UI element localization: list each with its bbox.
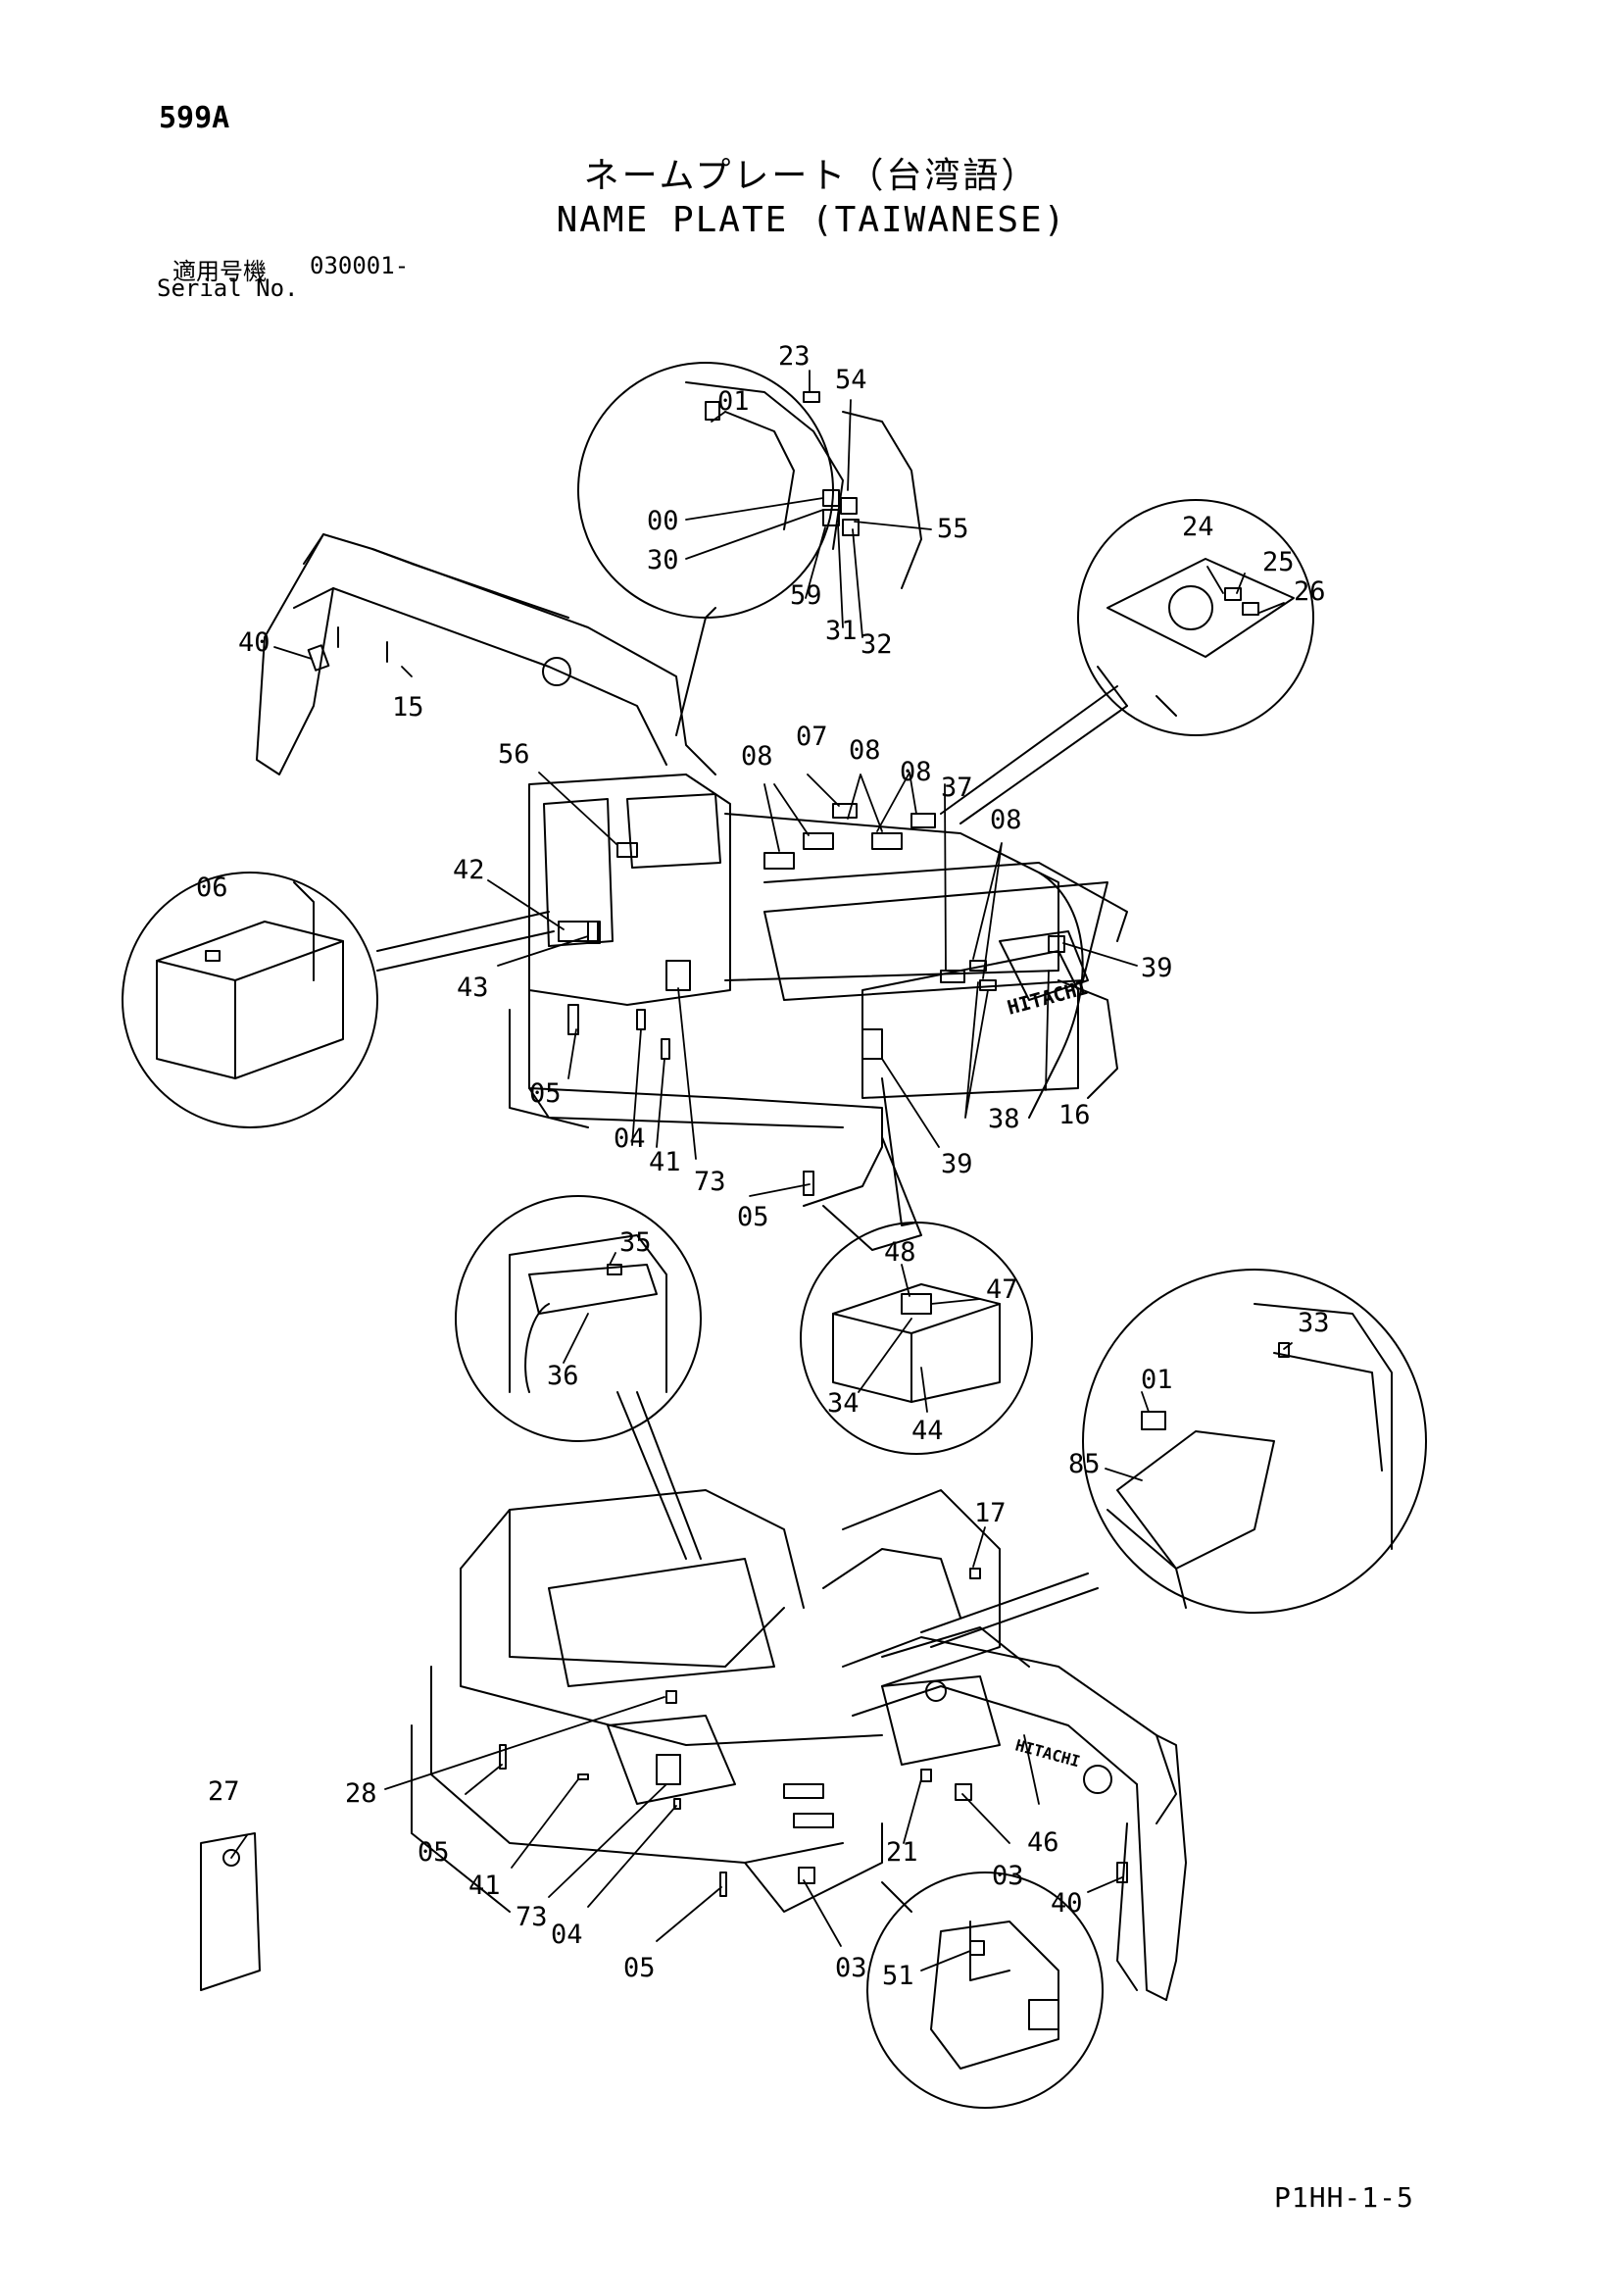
callout-numbers: 01 23 54 00 55 30 59 31 32 24 25 26 40 1… bbox=[196, 341, 1330, 1991]
callout-46: 46 bbox=[1027, 1827, 1059, 1858]
callout-36: 36 bbox=[547, 1361, 579, 1391]
serial-value: 030001- bbox=[310, 252, 410, 279]
callout-26: 26 bbox=[1294, 576, 1326, 607]
callout-25: 25 bbox=[1262, 547, 1295, 577]
callout-55: 55 bbox=[937, 514, 969, 544]
callout-39: 39 bbox=[941, 1149, 973, 1179]
callout-48: 48 bbox=[884, 1237, 916, 1268]
callout-21: 21 bbox=[886, 1837, 918, 1868]
callout-00: 00 bbox=[647, 506, 679, 536]
callout-05: 05 bbox=[737, 1202, 769, 1232]
detail-circle-battery bbox=[800, 1077, 1033, 1455]
callout-51: 51 bbox=[882, 1961, 914, 1991]
callout-31: 31 bbox=[825, 616, 858, 646]
callout-08: 08 bbox=[900, 757, 932, 787]
callout-05: 05 bbox=[623, 1953, 656, 1983]
callout-44: 44 bbox=[911, 1416, 944, 1446]
callout-08: 08 bbox=[741, 741, 773, 772]
detail-circle-radiator bbox=[455, 1195, 702, 1560]
callout-56: 56 bbox=[498, 739, 530, 770]
callout-42: 42 bbox=[453, 855, 485, 885]
callout-28: 28 bbox=[345, 1778, 377, 1809]
callout-05: 05 bbox=[529, 1078, 562, 1109]
callout-05: 05 bbox=[418, 1837, 450, 1868]
excavator-upper-drawing: HITACHI bbox=[256, 533, 1128, 1251]
callout-04: 04 bbox=[614, 1123, 646, 1154]
excavator-lower-drawing: HITACHI bbox=[200, 1489, 1187, 2001]
serial-label-japanese: 適用号機 bbox=[172, 258, 267, 285]
callout-40: 40 bbox=[1051, 1888, 1083, 1919]
detail-circle-cab-interior bbox=[577, 362, 922, 736]
callout-17: 17 bbox=[974, 1498, 1007, 1528]
callout-38: 38 bbox=[988, 1104, 1020, 1134]
page-code: P1HH-1-5 bbox=[1274, 2181, 1414, 2214]
detail-circle-panel bbox=[940, 499, 1314, 824]
callout-41: 41 bbox=[649, 1147, 681, 1177]
callout-27: 27 bbox=[208, 1776, 240, 1807]
callout-03: 03 bbox=[835, 1953, 867, 1983]
callout-73: 73 bbox=[516, 1902, 548, 1932]
callout-40: 40 bbox=[238, 627, 270, 658]
callout-01: 01 bbox=[717, 386, 750, 417]
callout-16: 16 bbox=[1058, 1100, 1091, 1130]
callout-15: 15 bbox=[392, 692, 424, 723]
detail-circle-toolbox bbox=[866, 1872, 1104, 2109]
title-japanese: ネームプレート（台湾語） bbox=[583, 156, 1040, 196]
leader-lines bbox=[230, 370, 1293, 1972]
callout-39: 39 bbox=[1141, 953, 1173, 983]
callout-47: 47 bbox=[986, 1274, 1018, 1305]
callout-33: 33 bbox=[1298, 1308, 1330, 1338]
callout-06: 06 bbox=[196, 873, 228, 903]
callout-85: 85 bbox=[1068, 1449, 1101, 1479]
callout-04: 04 bbox=[551, 1920, 583, 1950]
callout-24: 24 bbox=[1182, 512, 1214, 542]
callout-30: 30 bbox=[647, 545, 679, 575]
callout-32: 32 bbox=[861, 629, 893, 660]
callout-08: 08 bbox=[849, 735, 881, 766]
title-english: NAME PLATE (TAIWANESE) bbox=[556, 200, 1067, 240]
callout-01: 01 bbox=[1141, 1365, 1173, 1395]
page-number: 599A bbox=[159, 101, 230, 135]
callout-08: 08 bbox=[990, 805, 1022, 835]
callout-35: 35 bbox=[619, 1227, 652, 1258]
callout-43: 43 bbox=[457, 973, 489, 1003]
serial-label-english: Serial No. bbox=[157, 275, 299, 302]
callout-37: 37 bbox=[941, 773, 973, 803]
detail-circle-controller bbox=[122, 872, 555, 1128]
callout-54: 54 bbox=[835, 365, 867, 395]
callout-34: 34 bbox=[827, 1388, 860, 1419]
callout-41: 41 bbox=[468, 1871, 501, 1901]
hitachi-logo-lower: HITACHI bbox=[1013, 1736, 1082, 1772]
callout-03: 03 bbox=[992, 1861, 1024, 1891]
callout-07: 07 bbox=[796, 722, 828, 752]
detail-circle-seat-box bbox=[920, 1269, 1427, 1648]
callout-59: 59 bbox=[790, 580, 822, 611]
callout-73: 73 bbox=[694, 1167, 726, 1197]
callout-23: 23 bbox=[778, 341, 811, 372]
